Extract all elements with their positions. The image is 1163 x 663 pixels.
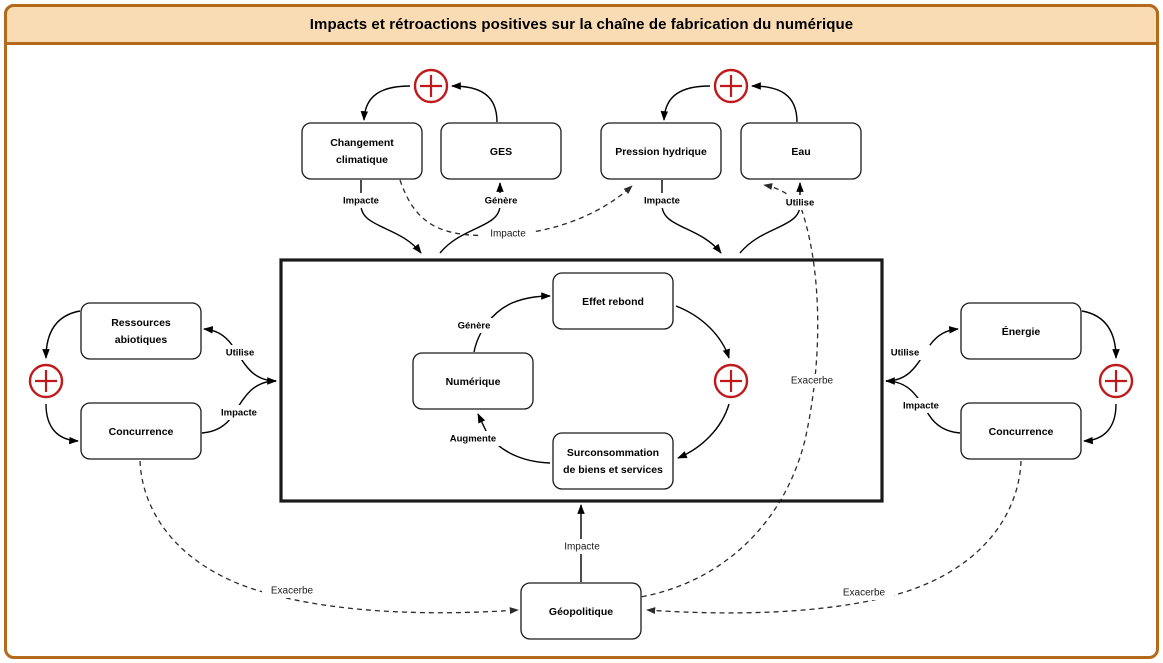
node-label-line1: Ressources <box>111 317 171 329</box>
node-label: Géopolitique <box>549 606 613 618</box>
node-label: Eau <box>791 146 810 158</box>
edge-changement-impacte-pression <box>399 179 633 237</box>
edge-concurrence-droite-exacerbe-geo <box>646 460 1022 615</box>
edge-plus-gauche-to-concurrence <box>45 403 79 445</box>
node-changement-climatique[interactable]: Changement climatique <box>301 122 423 180</box>
edge-label-box-utilise-eau: Utilise <box>786 198 815 209</box>
node-concurrence-gauche[interactable]: Concurrence <box>80 402 202 460</box>
reinforcing-marker-plus-eau <box>713 68 749 104</box>
edge-label-box-utilise-energie: Utilise <box>891 348 920 359</box>
node-label-line2: de biens et services <box>563 464 663 476</box>
reinforcing-marker-plus-centre <box>713 363 749 399</box>
edge-concurrence-gauche-exacerbe-geo <box>139 460 519 615</box>
title-bar: Impacts et rétroactions positives sur la… <box>4 4 1159 45</box>
node-box[interactable] <box>552 272 674 330</box>
node-box[interactable] <box>740 122 862 180</box>
edge-plus-droite-to-concurrence <box>1083 403 1117 445</box>
reinforcing-marker-plus-droite <box>1098 363 1134 399</box>
node-box[interactable] <box>552 432 674 490</box>
node-label: Numérique <box>446 376 501 388</box>
node-numerique[interactable]: Numérique <box>412 352 534 410</box>
edge-label-exacerbe-centre: Exacerbe <box>791 376 834 387</box>
node-effet-rebond[interactable]: Effet rebond <box>552 272 674 330</box>
edge-label-exacerbe-droite: Exacerbe <box>843 588 886 599</box>
node-box[interactable] <box>520 582 642 640</box>
node-label-line2: climatique <box>336 154 388 166</box>
node-label: Concurrence <box>109 426 174 438</box>
node-box[interactable] <box>80 302 202 360</box>
node-label-line2: abiotiques <box>115 334 168 346</box>
label-bg <box>635 193 689 208</box>
node-box[interactable] <box>960 402 1082 460</box>
edge-label-geopolitique-impacte: Impacte <box>564 542 600 553</box>
label-bg <box>215 345 265 360</box>
node-label: Concurrence <box>989 426 1054 438</box>
node-geopolitique[interactable]: Géopolitique <box>520 582 642 640</box>
label-bg <box>262 584 322 598</box>
edge-plus-eau-to-pression <box>660 85 711 121</box>
label-bg <box>448 318 500 333</box>
edge-label-pression-impacte: Impacte <box>644 196 680 207</box>
node-label-line1: Surconsommation <box>567 447 659 459</box>
node-label: Énergie <box>1002 325 1041 338</box>
edge-label-concurrence-gauche-impacte: Impacte <box>221 408 257 419</box>
reinforcing-marker-plus-gauche <box>28 363 64 399</box>
edge-label-exacerbe-gauche: Exacerbe <box>271 586 314 597</box>
node-box[interactable] <box>960 302 1082 360</box>
node-label: Pression hydrique <box>615 146 707 158</box>
label-bg <box>775 195 825 210</box>
reinforcing-marker-plus-climat <box>413 68 449 104</box>
edge-pression-impacte-box <box>661 180 722 254</box>
node-concurrence-droite[interactable]: Concurrence <box>960 402 1082 460</box>
edge-plus-centre-to-surconsommation <box>677 403 730 459</box>
label-bg <box>782 374 842 388</box>
label-bg <box>482 227 534 241</box>
edge-changement-impacte-box <box>360 180 422 254</box>
edge-ressources-to-plus-gauche <box>42 310 81 359</box>
edge-label-changement-impacte-pression: Impacte <box>490 229 526 240</box>
edge-box-utilise-eau <box>739 182 804 254</box>
edge-label-concurrence-droite-impacte: Impacte <box>903 401 939 412</box>
edge-label-changement-impacte: Impacte <box>343 196 379 207</box>
edge-rebond-to-plus-centre <box>675 305 730 359</box>
edge-eau-to-plus-eau <box>751 82 798 123</box>
edge-label-numerique-genere: Génère <box>458 321 491 332</box>
label-bg <box>440 431 506 446</box>
edge-numerique-genere-rebond <box>473 292 551 353</box>
page-title: Impacts et rétroactions positives sur la… <box>309 16 854 33</box>
label-bg <box>334 193 388 208</box>
node-label-line1: Changement <box>330 137 394 149</box>
edge-concurrence-droite-impacte-box <box>885 377 961 434</box>
chaine-numerique-container <box>279 258 884 503</box>
edge-label-group: Impacte Génère Impacte Utilise Impacte U… <box>212 193 948 600</box>
label-bg <box>475 193 527 208</box>
node-label: Effet rebond <box>582 296 644 308</box>
edge-plus-climat-to-changement <box>360 85 411 121</box>
node-box[interactable] <box>412 352 534 410</box>
label-bg <box>556 539 608 554</box>
edge-label-box-genere-ges: Génère <box>485 196 518 207</box>
label-bg <box>880 345 930 360</box>
node-surconsommation[interactable]: Surconsommation de biens et services <box>552 432 674 490</box>
node-box[interactable] <box>80 402 202 460</box>
label-bg <box>894 398 948 413</box>
label-bg <box>212 405 266 420</box>
node-eau[interactable]: Eau <box>740 122 862 180</box>
node-box[interactable] <box>440 122 562 180</box>
node-label: GES <box>490 146 512 158</box>
node-box[interactable] <box>600 122 722 180</box>
edge-label-surconsommation-augmente: Augmente <box>450 434 496 445</box>
node-ges[interactable]: GES <box>440 122 562 180</box>
edge-ges-to-plus-climat <box>451 82 498 123</box>
node-energie[interactable]: Énergie <box>960 302 1082 360</box>
label-bg <box>834 586 894 600</box>
edge-energie-to-plus-droite <box>1081 310 1120 359</box>
node-pression-hydrique[interactable]: Pression hydrique <box>600 122 722 180</box>
node-box[interactable] <box>301 122 423 180</box>
node-ressources-abiotiques[interactable]: Ressources abiotiques <box>80 302 202 360</box>
edge-label-box-utilise-ressources: Utilise <box>226 348 255 359</box>
